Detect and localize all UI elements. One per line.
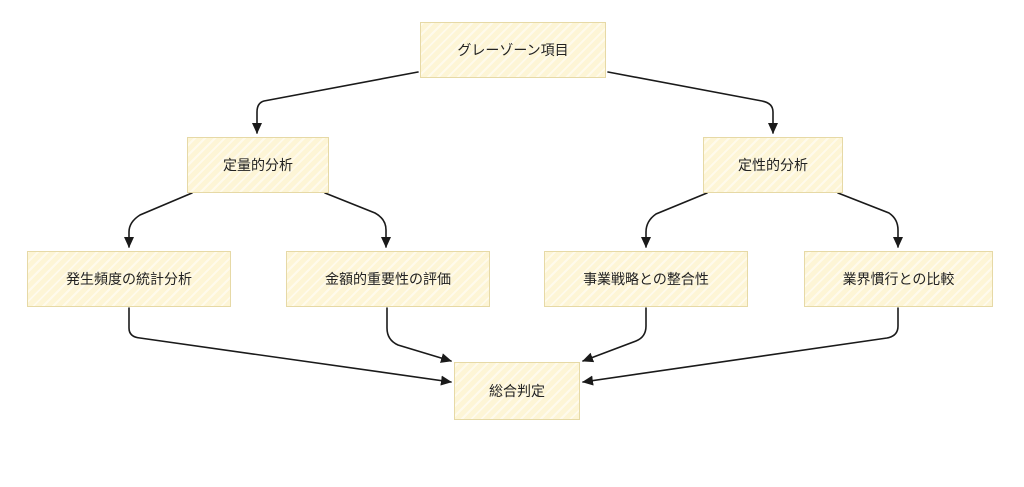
edge-root-to-qualitative: [607, 71, 778, 134]
node-overall-judgment: 総合判定: [454, 362, 580, 420]
node-label: 金額的重要性の評価: [325, 272, 451, 288]
edge-qualitative-to-industry: [837, 192, 903, 248]
node-label: 業界慣行との比較: [842, 272, 955, 288]
node-quantitative-analysis: 定量的分析: [187, 137, 329, 193]
node-frequency-statistical-analysis: 発生頻度の統計分析: [27, 251, 231, 307]
edge-amount-to-final: [386, 307, 452, 363]
node-label: 総合判定: [489, 384, 545, 400]
node-monetary-materiality: 金額的重要性の評価: [286, 251, 490, 307]
node-grayzone-items: グレーゾーン項目: [420, 22, 606, 78]
edge-quantitative-to-statistical: [124, 192, 193, 248]
node-label: 事業戦略との整合性: [583, 272, 709, 288]
edge-qualitative-to-strategy: [641, 192, 708, 248]
edge-statistical-to-final: [128, 307, 452, 386]
edge-quantitative-to-amount: [324, 192, 391, 248]
node-industry-practice-comparison: 業界慣行との比較: [804, 251, 993, 307]
edge-industry-to-final: [582, 307, 899, 386]
node-label: グレーゾーン項目: [457, 43, 569, 59]
node-business-strategy-alignment: 事業戦略との整合性: [544, 251, 748, 307]
node-label: 定量的分析: [223, 158, 293, 174]
edge-strategy-to-final: [582, 307, 647, 363]
edge-root-to-quantitative: [252, 71, 419, 134]
node-label: 定性的分析: [738, 158, 808, 174]
node-qualitative-analysis: 定性的分析: [703, 137, 843, 193]
node-label: 発生頻度の統計分析: [66, 272, 192, 288]
